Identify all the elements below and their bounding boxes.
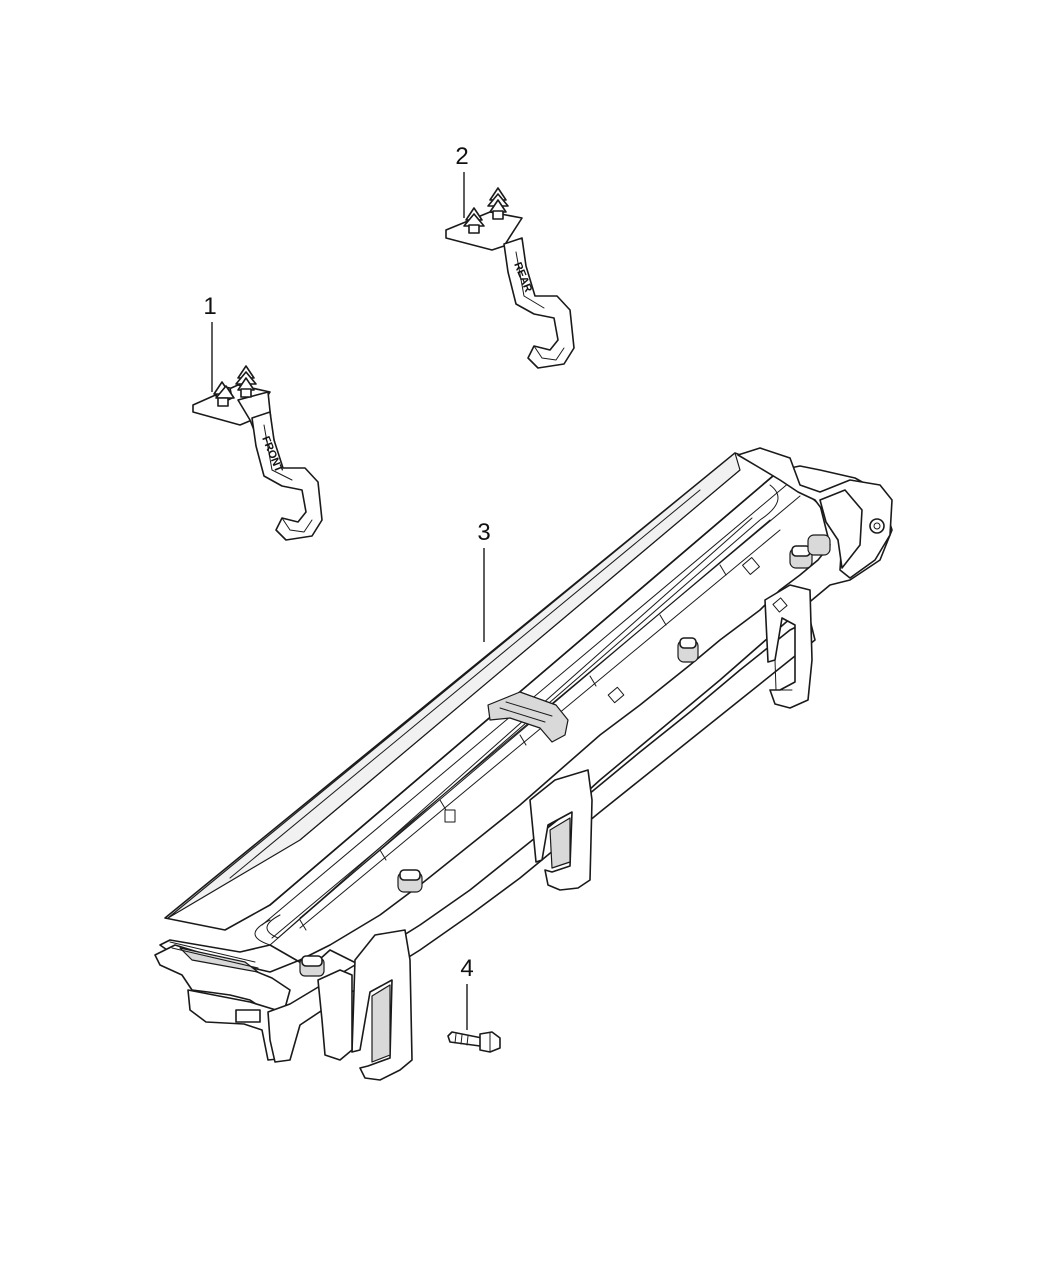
push-pin-icon (213, 381, 235, 407)
callout-1[interactable]: 1 (203, 293, 217, 392)
bracket-rear: REAR (445, 187, 575, 369)
cable-clip-icon (789, 545, 813, 569)
seat-track-assembly (154, 447, 893, 1081)
callout-3[interactable]: 3 (477, 519, 491, 642)
callout-2[interactable]: 2 (455, 143, 469, 218)
push-pin-icon (463, 207, 485, 234)
callout-number-4: 4 (460, 955, 473, 982)
cable-saddle-icon (487, 691, 569, 743)
cable-clip-icon (299, 955, 325, 977)
callout-number-2: 2 (455, 143, 468, 170)
push-pin-icon (487, 187, 509, 220)
push-pin-icon (235, 365, 257, 398)
bolt-icon (447, 1031, 501, 1053)
callout-number-3: 3 (477, 519, 490, 546)
callout-number-1: 1 (203, 293, 216, 320)
cable-clip-icon (677, 637, 699, 663)
cable-clip-icon (807, 534, 831, 556)
cable-clip-icon (397, 869, 423, 893)
bracket-front: FRONT (192, 365, 323, 541)
callout-4[interactable]: 4 (460, 955, 474, 1030)
